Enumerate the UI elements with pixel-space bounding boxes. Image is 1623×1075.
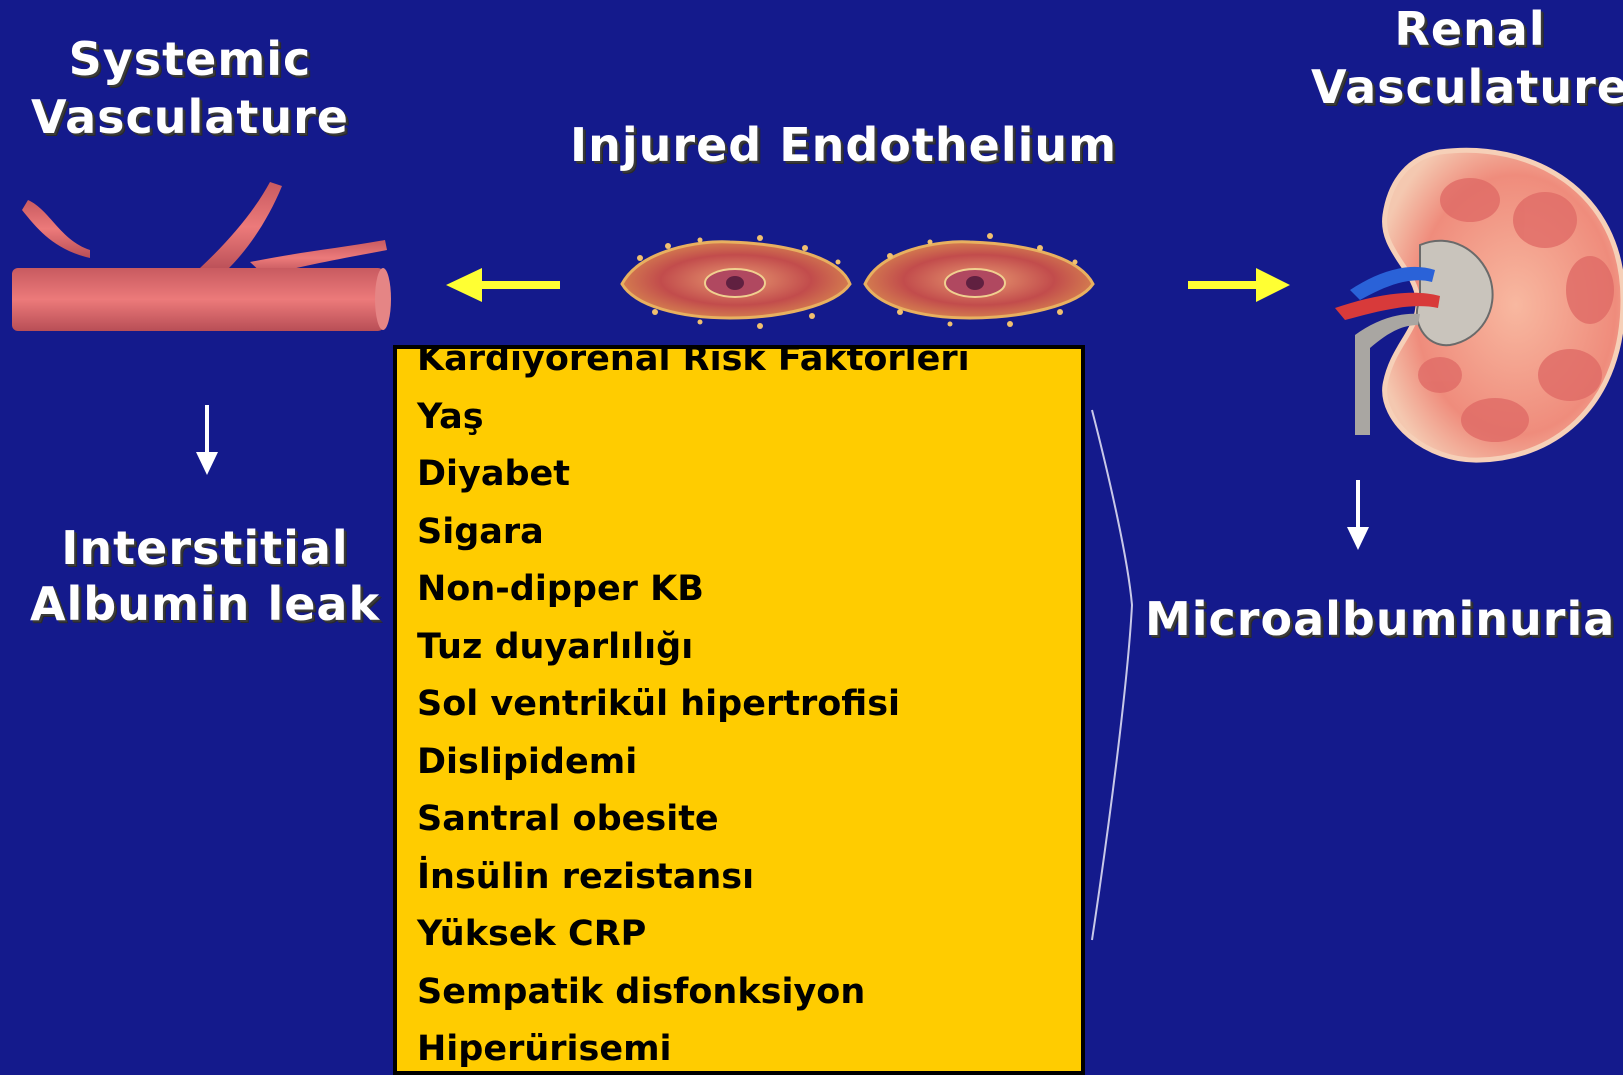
risk-factor-item: Hiperürisemi: [417, 1021, 970, 1075]
endothelial-cell-icon: [865, 242, 1093, 318]
risk-factor-item: Dislipidemi: [417, 734, 970, 792]
right-arrow-icon: [1188, 268, 1290, 302]
blood-vessel-icon: [12, 182, 391, 331]
risk-factor-item: Yaş: [417, 389, 970, 447]
risk-factor-item: Sigara: [417, 504, 970, 562]
risk-factors-box: Kardiyorenal Risk Faktörleri Yaş Diyabet…: [393, 345, 1085, 1075]
risk-factor-item: Sol ventrikül hipertrofisi: [417, 676, 970, 734]
risk-factor-item: Tuz duyarlılığı: [417, 619, 970, 677]
bracket-line: [1092, 410, 1132, 940]
risk-factor-item: Santral obesite: [417, 791, 970, 849]
risk-factor-item: Non-dipper KB: [417, 561, 970, 619]
endothelial-cell-icon: [622, 242, 850, 318]
risk-factors-heading: Kardiyorenal Risk Faktörleri: [417, 345, 970, 389]
risk-factors-list: Kardiyorenal Risk Faktörleri Yaş Diyabet…: [417, 345, 970, 1075]
risk-factor-item: Diyabet: [417, 446, 970, 504]
kidney-icon: [1335, 150, 1623, 460]
risk-factor-item: İnsülin rezistansı: [417, 849, 970, 907]
down-arrow-icon: [1347, 480, 1369, 550]
risk-factor-item: Yüksek CRP: [417, 906, 970, 964]
down-arrow-icon: [196, 405, 218, 475]
left-arrow-icon: [446, 268, 560, 302]
risk-factor-item: Sempatik disfonksiyon: [417, 964, 970, 1022]
